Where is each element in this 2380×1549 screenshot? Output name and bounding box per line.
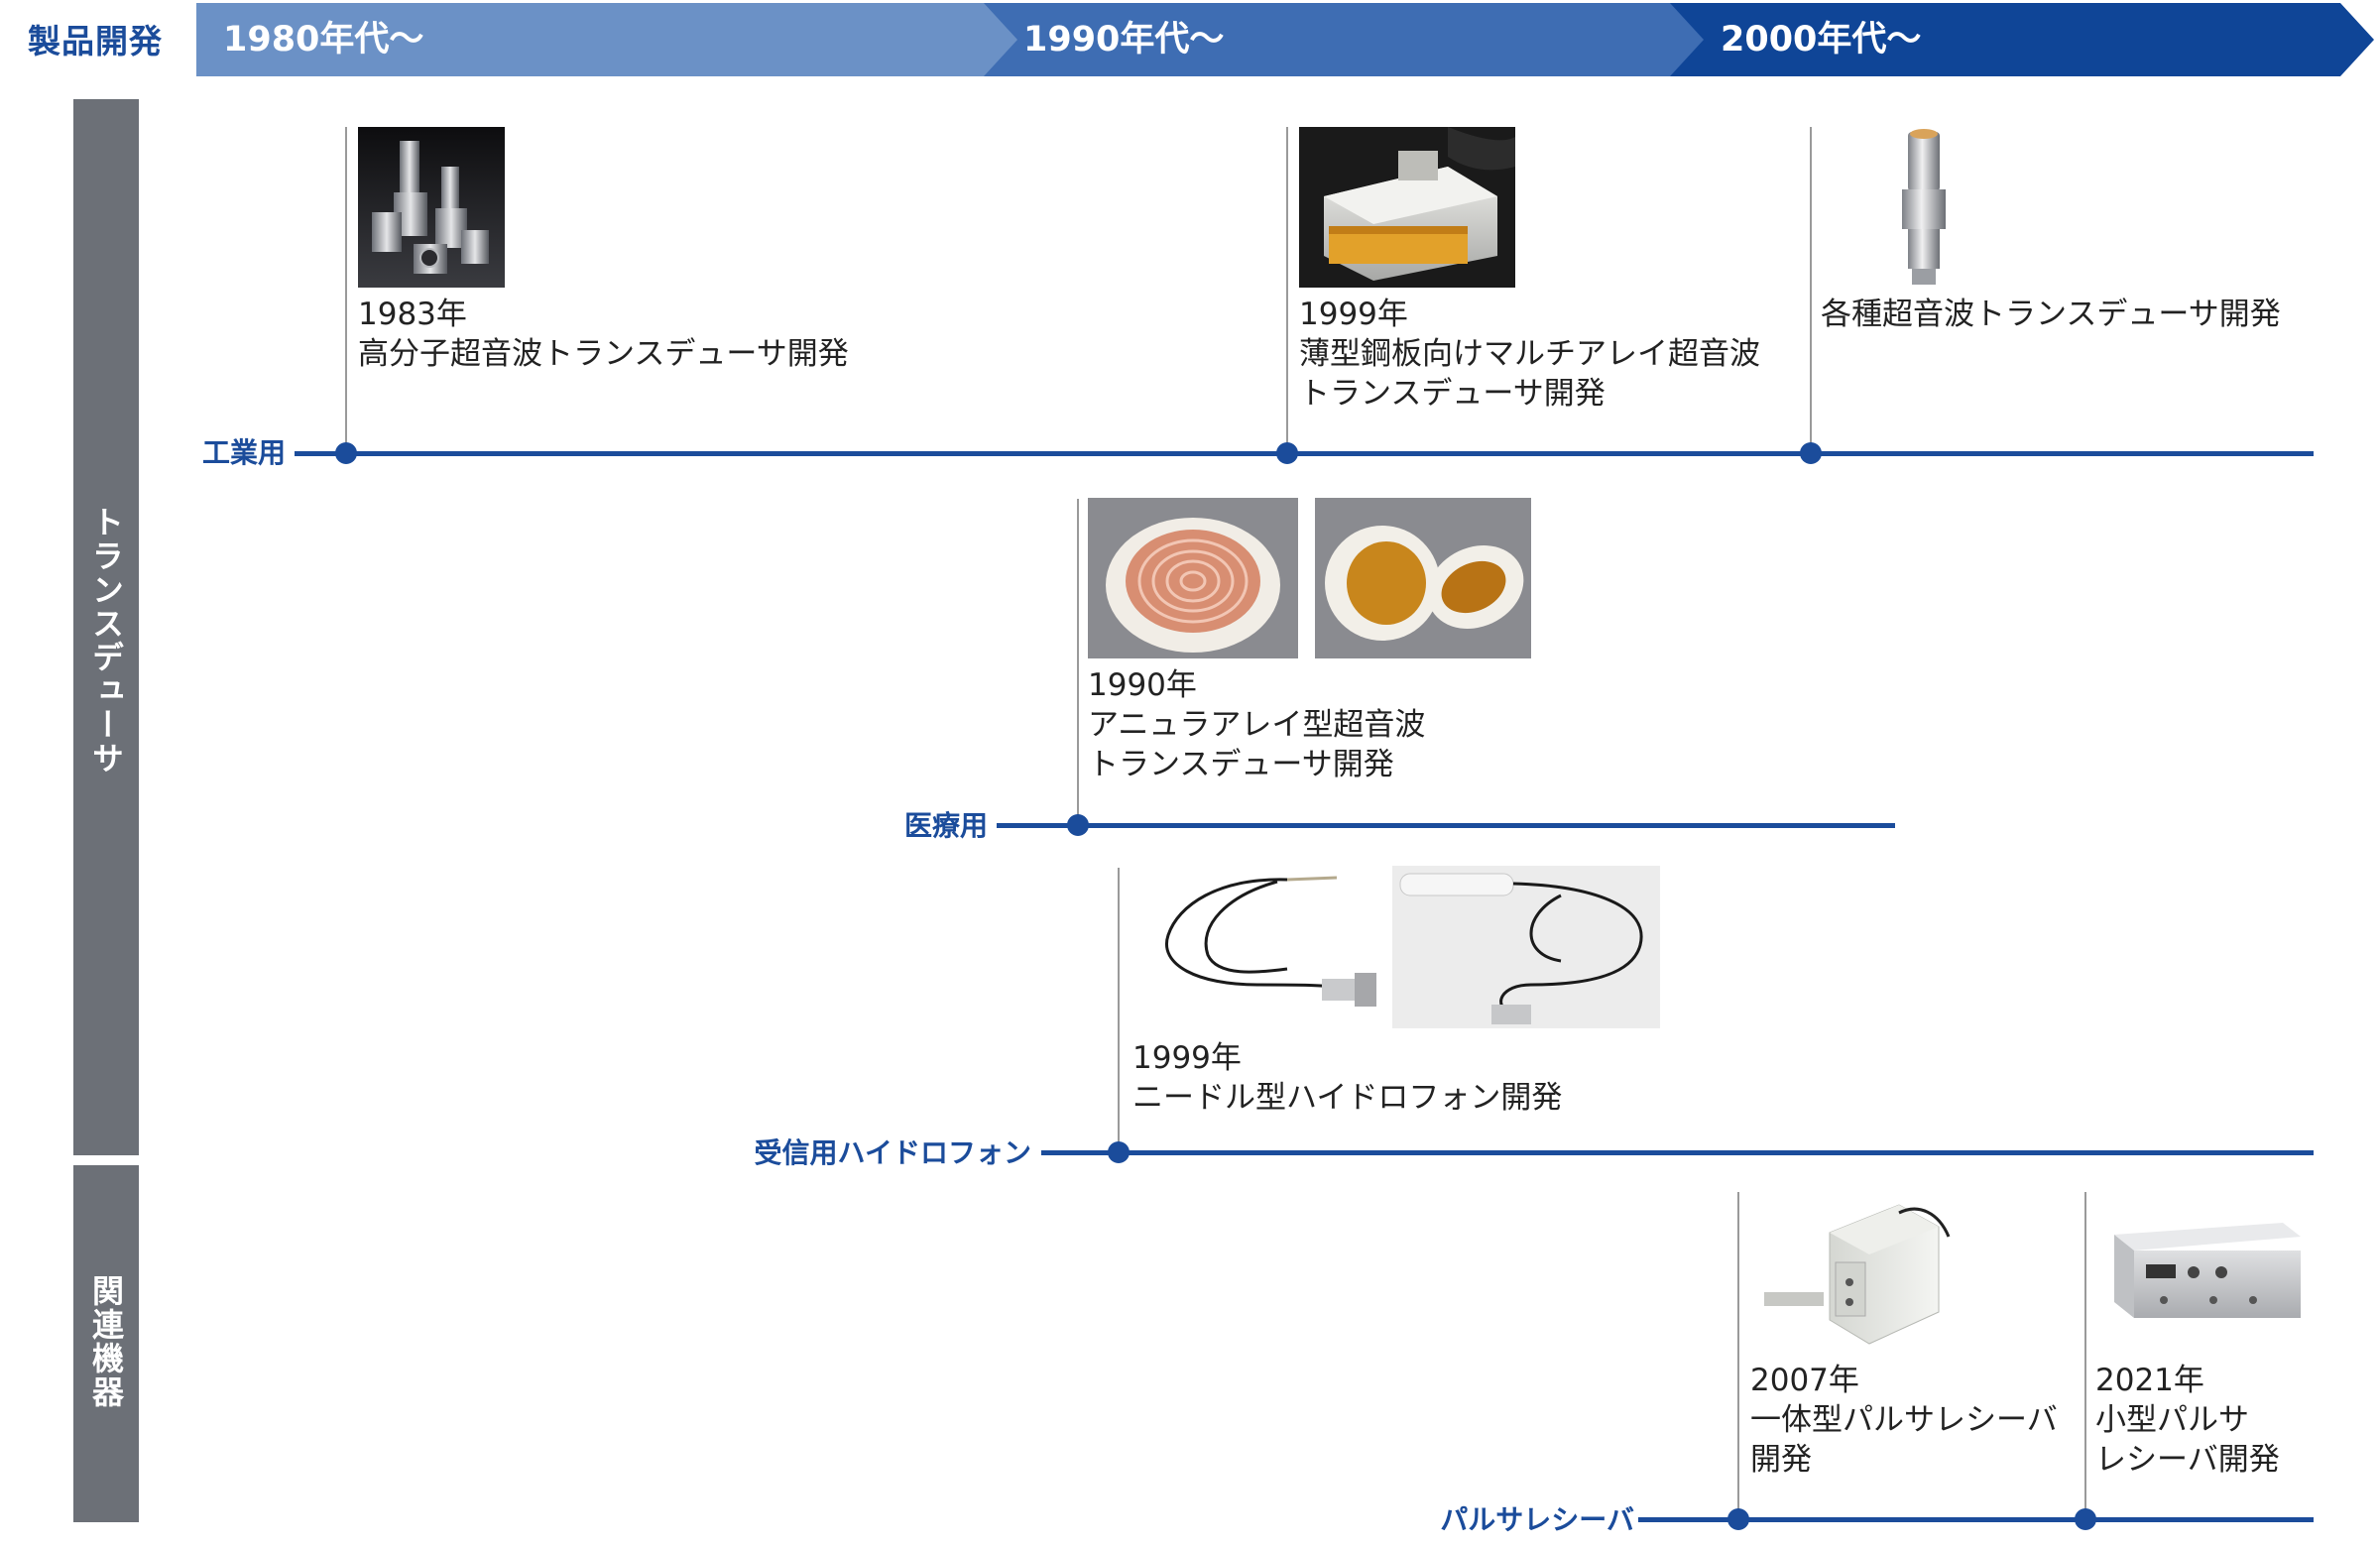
event-connector [1077,499,1079,824]
category-bar-related: 関連機器 [73,1165,139,1522]
event-description: トランスデューサ開発 [1088,747,1394,782]
event-description: 高分子超音波トランスデューサ開発 [358,336,849,372]
event-connector [1286,127,1288,452]
event-year: 1999年 [1299,297,1408,332]
timeline-label-industrial: 工業用 [201,436,286,469]
integrated-pulser-photo [1750,1193,1961,1354]
era-segment-1990s [984,3,1710,76]
event-connector [1810,127,1812,452]
industrial-transducers-photo [358,127,505,288]
timeline-dot [335,442,357,464]
multi-array-probe-photo [1299,127,1515,288]
timeline-dot [1108,1141,1130,1163]
event-year: 2007年 [1750,1363,1859,1398]
era-label-2000s: 2000年代〜 [1721,20,1922,60]
event-description: 小型パルサ [2095,1402,2249,1438]
event-text: 各種超音波トランスデューサ開発 [1821,295,2281,334]
event-description: 開発 [1750,1442,1812,1478]
event-description: アニュラアレイ型超音波 [1088,707,1426,743]
needle-hydrophone-photo [1129,866,1388,1028]
annular-array-photo [1088,498,1298,658]
era-label-1980s: 1980年代〜 [223,20,424,60]
category-bar-transducer: トランスデューサ [73,99,139,1155]
page-title: 製品開発 [28,22,163,60]
event-connector [1737,1192,1739,1519]
event-description: トランスデューサ開発 [1299,376,1606,412]
event-text: 1983年 高分子超音波トランスデューサ開発 [358,295,849,374]
timeline-dot [1067,814,1089,836]
timeline-dot [1276,442,1298,464]
event-description: ニードル型ハイドロフォン開発 [1132,1080,1563,1116]
timeline-label-medical: 医療用 [903,809,988,842]
timeline-line-pulser [1638,1517,2314,1522]
cylindrical-transducer-photo [1884,124,1964,291]
event-text: 1999年 ニードル型ハイドロフォン開発 [1132,1038,1562,1118]
timeline-dot [1727,1508,1749,1530]
event-text: 1990年 アニュラアレイ型超音波 トランスデューサ開発 [1088,665,1425,784]
category-label-related: 関連機器 [87,1274,125,1409]
timeline-dot [2075,1508,2096,1530]
event-year: 1983年 [358,297,467,332]
timeline-line-hydrophone [1041,1150,2314,1155]
event-description: 薄型鋼板向けマルチアレイ超音波 [1299,336,1760,372]
event-connector [2084,1192,2086,1519]
event-text: 1999年 薄型鋼板向けマルチアレイ超音波 トランスデューサ開発 [1299,295,1760,414]
timeline-label-pulser: パルサレシーバ [1440,1503,1634,1536]
event-year: 1999年 [1132,1040,1242,1076]
event-connector [1118,868,1120,1151]
timeline-line-medical [997,823,1895,828]
era-timeline-bar [196,3,2374,76]
timeline-label-hydrophone: 受信用ハイドロフォン [754,1136,1031,1169]
event-description: 一体型パルサレシーバ [1750,1402,2058,1438]
event-text: 2021年 小型パルサ レシーバ開発 [2095,1361,2280,1480]
category-label-transducer: トランスデューサ [87,506,125,775]
era-segment-2000s [1670,3,2374,76]
event-description: 各種超音波トランスデューサ開発 [1821,297,2281,332]
era-segment-1980s [196,3,1023,76]
annular-array-photo [1315,498,1531,658]
event-year: 2021年 [2095,1363,2204,1398]
compact-pulser-photo [2094,1215,2311,1332]
needle-hydrophone-photo [1392,866,1660,1028]
timeline-line-industrial [295,451,2314,456]
era-label-1990s: 1990年代〜 [1023,20,1225,60]
event-connector [345,127,347,452]
event-description: レシーバ開発 [2095,1442,2280,1478]
timeline-dot [1800,442,1822,464]
event-text: 2007年 一体型パルサレシーバ 開発 [1750,1361,2058,1480]
event-year: 1990年 [1088,667,1197,703]
